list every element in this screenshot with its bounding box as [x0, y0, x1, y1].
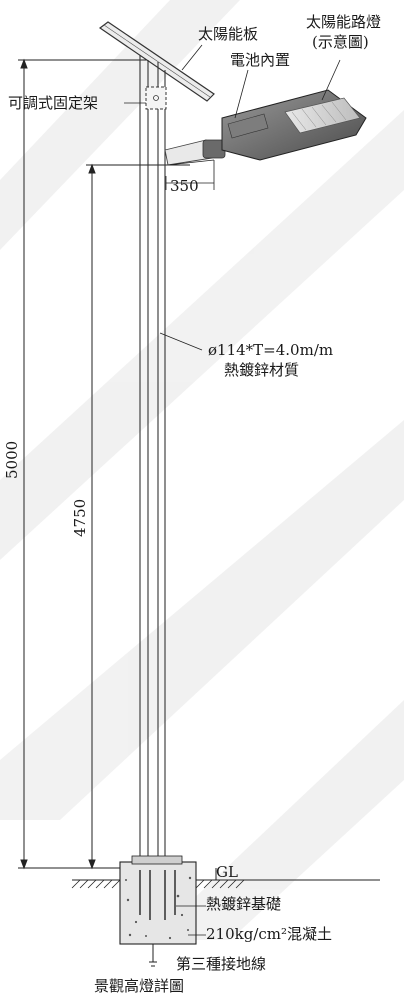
label-total-height: 5000: [3, 440, 21, 479]
label-ground-level: GL: [216, 863, 238, 881]
label-foundation-material: 熱鍍鋅基礎: [206, 895, 282, 913]
leader-street-light: [321, 59, 341, 101]
label-grounding-line: 第三種接地線: [176, 955, 267, 973]
adjustable-bracket: [145, 86, 167, 110]
foundation: [119, 855, 197, 967]
label-concrete-spec: 210kg/cm²混凝土: [206, 925, 333, 943]
leader-pole-spec: [159, 332, 203, 351]
leader-solar-panel: [181, 44, 203, 71]
dimension-pole-height: [86, 163, 190, 870]
dimension-total-height: [18, 58, 150, 870]
lamp-head: [221, 89, 367, 161]
drawing-title: 景觀高燈詳圖: [94, 977, 185, 995]
lamp-arm: [164, 139, 226, 166]
label-schematic-note: (示意圖): [312, 33, 369, 51]
solar-panel: [98, 21, 215, 102]
label-arm-length: 350: [170, 177, 199, 195]
dimension-arm: [165, 159, 215, 190]
leader-battery: [234, 69, 249, 119]
label-battery-builtin: 電池內置: [230, 51, 291, 69]
label-solar-street-light: 太陽能路燈: [306, 13, 382, 31]
label-pole-material: 熱鍍鋅材質: [224, 361, 300, 379]
pole: [139, 55, 166, 890]
label-solar-panel: 太陽能板: [198, 25, 259, 43]
label-pole-spec: ø114*T=4.0m/m: [208, 341, 334, 359]
label-pole-height: 4750: [71, 498, 89, 537]
label-adjustable-bracket: 可調式固定架: [8, 94, 99, 112]
